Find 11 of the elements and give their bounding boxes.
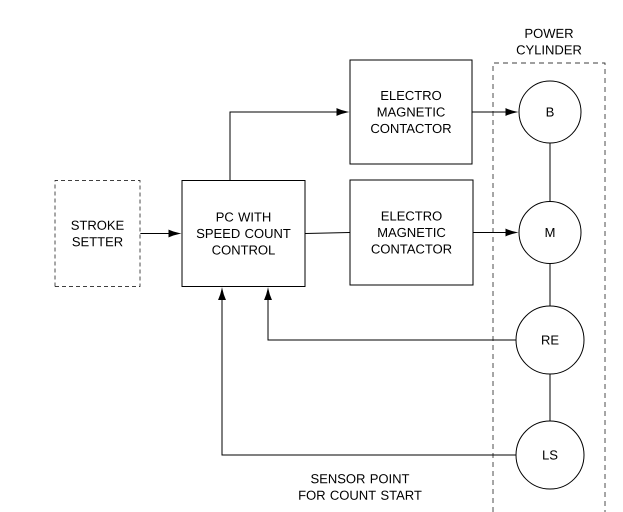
arrow — [264, 289, 516, 340]
arrow — [472, 108, 517, 116]
contactor-box: ELECTRO MAGNETIC CONTACTOR — [350, 180, 474, 286]
arrow — [230, 108, 348, 180]
process-box: PC WITH SPEED COUNT CONTROL — [182, 180, 306, 287]
contactor-box: ELECTRO MAGNETIC CONTACTOR — [350, 60, 472, 164]
arrow — [218, 289, 516, 456]
arrow — [140, 230, 180, 238]
arrow — [473, 228, 517, 236]
note-text: SENSOR POINT FOR COUNT START — [299, 474, 422, 500]
dashed-box: STROKE SETTER — [54, 180, 140, 287]
